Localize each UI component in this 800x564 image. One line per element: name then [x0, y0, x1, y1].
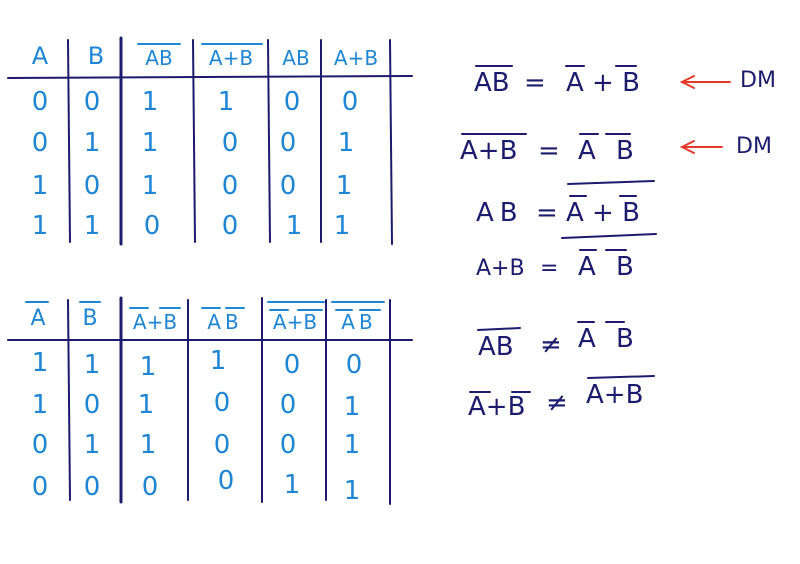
- table2-header-complement-or: A+B: [272, 310, 318, 334]
- table-cell: 0: [31, 128, 49, 158]
- table1-col-divider: [192, 39, 196, 243]
- table-cell: 1: [209, 346, 227, 376]
- table-cell: 0: [221, 171, 239, 201]
- table1-header-nor: A+B: [208, 46, 254, 70]
- table1-col-divider: [389, 39, 393, 245]
- table-cell: 1: [141, 171, 159, 201]
- table-cell: 1: [83, 350, 101, 380]
- table-cell: 0: [213, 388, 231, 418]
- table-cell: 0: [31, 472, 49, 502]
- table1-header-or: A+B: [333, 46, 379, 70]
- equation-lhs: AB: [478, 332, 514, 362]
- table-cell: 0: [31, 87, 49, 117]
- demorgan-label: DM: [740, 68, 776, 93]
- equation-operator: =: [524, 68, 546, 98]
- equation-rhs: A B: [578, 136, 640, 166]
- table-cell: 1: [343, 392, 361, 422]
- table-cell: 0: [345, 350, 363, 380]
- table-cell: 0: [31, 430, 49, 460]
- table2-header-overbars: [25, 43, 385, 311]
- table-cell: 0: [221, 211, 239, 241]
- table-cell: 0: [83, 390, 101, 420]
- equation-rhs: A B: [578, 324, 640, 354]
- equation-operator: ≠: [540, 330, 562, 360]
- equation-operator: ≠: [546, 388, 568, 418]
- table2-header-complement-and: AB: [341, 310, 377, 334]
- table1-header-b: B: [87, 42, 105, 70]
- equation-rhs: A + B: [566, 198, 640, 228]
- table-cell: 1: [83, 128, 101, 158]
- equation-lhs: AB: [476, 198, 524, 228]
- equation-lhs: A+B: [476, 256, 525, 281]
- table2-header-nota-or-notb: A+B: [132, 310, 178, 334]
- table-cell: 1: [137, 390, 155, 420]
- table-cell: 0: [83, 87, 101, 117]
- table-cell: 0: [141, 472, 159, 502]
- table-cell: 0: [83, 472, 101, 502]
- table-cell: 1: [31, 171, 49, 201]
- table-cell: 1: [139, 352, 157, 382]
- table-cell: 0: [279, 128, 297, 158]
- equation-overbars: [461, 65, 657, 393]
- dm-arrows: [679, 75, 731, 154]
- equation-operator: =: [538, 136, 560, 166]
- table1-header-and: AB: [282, 46, 310, 70]
- table2-header-nota-and-notb: AB: [207, 310, 243, 334]
- table-cell: 0: [279, 430, 297, 460]
- table-cell: 1: [343, 476, 361, 506]
- table-cell: 0: [341, 87, 359, 117]
- demorgan-label: DM: [736, 134, 772, 159]
- table1-header-rule: [7, 75, 413, 79]
- table-cell: 0: [83, 171, 101, 201]
- table-cell: 1: [31, 390, 49, 420]
- table-cell: 0: [283, 350, 301, 380]
- table-cell: 0: [279, 171, 297, 201]
- table-cell: 1: [217, 87, 235, 117]
- table-cell: 1: [83, 430, 101, 460]
- table-cell: 1: [141, 128, 159, 158]
- equation-lhs: AB: [474, 68, 510, 98]
- table-cell: 0: [143, 211, 161, 241]
- table-cell: 1: [283, 470, 301, 500]
- table-cell: 0: [213, 430, 231, 460]
- table-cell: 1: [141, 87, 159, 117]
- table-cell: 1: [285, 211, 303, 241]
- table-cell: 0: [217, 466, 235, 496]
- equation-operator: =: [540, 256, 559, 281]
- table1-col-divider: [267, 39, 271, 243]
- table-cell: 0: [221, 128, 239, 158]
- equation-operator: =: [536, 198, 558, 228]
- equation-lhs: A+B: [468, 392, 526, 422]
- table-cell: 1: [333, 211, 351, 241]
- equation-rhs: A+B: [586, 380, 644, 410]
- table2-col-divider: [67, 299, 71, 501]
- table-cell: 1: [83, 211, 101, 241]
- equation-rhs: A B: [578, 252, 640, 282]
- table2-header-not-a: A: [30, 306, 46, 331]
- equation-lhs: A+B: [460, 136, 518, 166]
- table2-header-not-b: B: [82, 306, 98, 331]
- table-cell: 1: [31, 211, 49, 241]
- equation-rhs: A + B: [566, 68, 640, 98]
- table-cell: 1: [335, 171, 353, 201]
- table1-col-divider: [67, 39, 71, 243]
- table-cell: 1: [31, 348, 49, 378]
- table-cell: 1: [139, 430, 157, 460]
- table-cell: 1: [343, 430, 361, 460]
- table1-header-nand: AB: [145, 46, 173, 70]
- table-cell: 0: [283, 87, 301, 117]
- table1-header-a: A: [31, 42, 49, 70]
- table-cell: 0: [279, 390, 297, 420]
- table-cell: 1: [337, 128, 355, 158]
